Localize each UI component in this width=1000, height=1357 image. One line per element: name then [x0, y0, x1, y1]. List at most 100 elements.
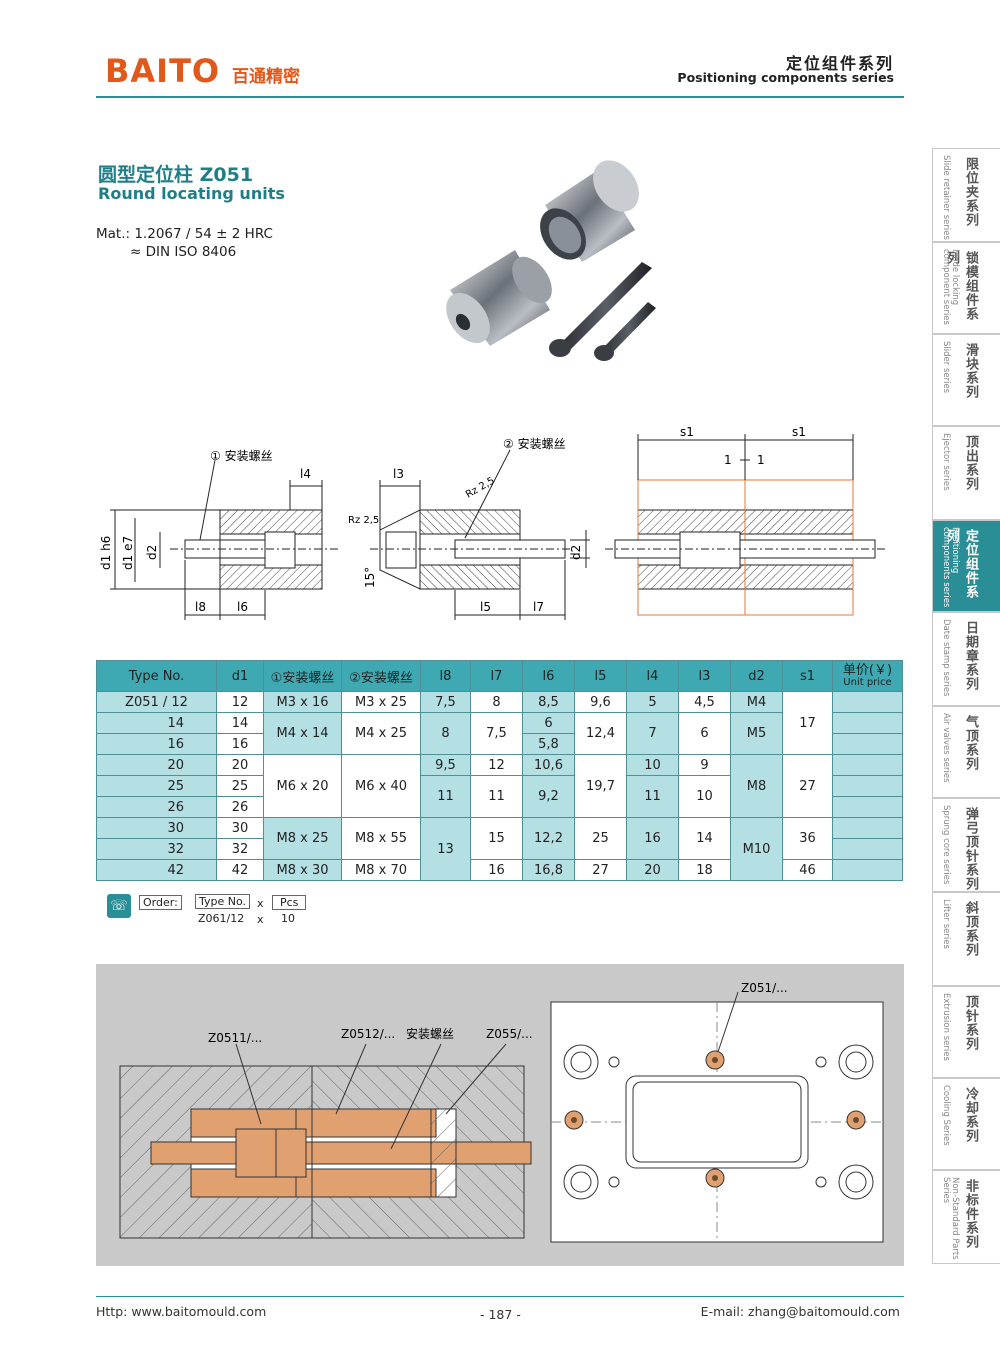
col-l8: l8	[420, 660, 471, 692]
side-tab-label-en: Slide retainer series	[941, 155, 951, 240]
side-tab-air-valves[interactable]: 气顶系列 Air valves series	[932, 706, 1000, 798]
footer-divider	[96, 1296, 904, 1297]
screw1-label: ① 安装螺丝	[210, 448, 273, 463]
screw1-cell: M4 x 14	[263, 712, 342, 755]
screw2-label: ② 安装螺丝	[503, 436, 566, 451]
side-tab-non-standard[interactable]: 非标件系列 Non-Standard Parts Series	[932, 1170, 1000, 1264]
col-price: 单价(￥) Unit price	[832, 660, 903, 692]
header-divider	[96, 96, 904, 98]
side-tab-label-cn: 顶出系列	[963, 435, 978, 491]
side-tab-label-en: Sprung core series	[941, 805, 951, 885]
order-times-example: x	[257, 913, 264, 926]
d1-cell: 12	[216, 691, 264, 713]
assembly-label-screw: 安装螺丝	[406, 1026, 454, 1041]
assembly-label-z0511: Z0511/...	[208, 1031, 262, 1045]
footer-website[interactable]: Http: www.baitomould.com	[96, 1304, 267, 1319]
screw1-cell: M6 x 20	[263, 754, 342, 818]
side-tab-label-en: Extrusion series	[941, 993, 951, 1061]
type-cell: 14	[96, 712, 217, 734]
dim-d1h6: d1 h6	[99, 536, 113, 570]
screw1-cell: M8 x 30	[263, 859, 342, 881]
d1-cell: 14	[216, 712, 264, 734]
table-row: 30 30 M8 x 25 M8 x 55 13 15 12,2 25 16 1…	[96, 817, 903, 881]
price-cell	[832, 817, 903, 839]
s1-cell: 17	[782, 691, 833, 755]
side-tab-label-cn: 锁模组件系列	[944, 251, 978, 321]
side-tab-label-en: Lifter series	[941, 899, 951, 949]
order-label: Order:	[139, 895, 182, 910]
col-l3: l3	[678, 660, 731, 692]
l3-cell: 4,5	[678, 691, 731, 713]
l7-cell: 11	[470, 775, 523, 818]
side-tab-ejector[interactable]: 顶出系列 Ejector series	[932, 426, 1000, 520]
price-cell	[832, 775, 903, 797]
side-tab-lifter[interactable]: 斜顶系列 Lifter series	[932, 892, 1000, 986]
l5-cell: 27	[574, 859, 627, 881]
assembly-label-z0512: Z0512/...	[341, 1027, 395, 1041]
side-tab-slide-retainer[interactable]: 限位夹系列 Slide retainer series	[932, 148, 1000, 242]
l4-cell: 5	[626, 691, 679, 713]
l4-cell: 16	[626, 817, 679, 860]
dim-l5: l5	[480, 600, 491, 614]
side-tab-mode-locking[interactable]: 锁模组件系列 Mode locking component series	[932, 242, 1000, 334]
side-tab-label-cn: 顶针系列	[963, 995, 978, 1051]
dim-1-left: 1	[724, 453, 732, 467]
screw2-cell: M4 x 25	[341, 712, 421, 755]
roughness-1: Rz 2,5	[348, 515, 379, 526]
screw1-cell: M3 x 16	[263, 691, 342, 713]
l6-cell: 9,2	[522, 775, 575, 818]
product-photo	[446, 160, 656, 361]
side-tab-positioning[interactable]: 定位组件系列 Positioning components series	[932, 520, 1000, 612]
col-l5: l5	[574, 660, 627, 692]
price-cell	[832, 691, 903, 713]
col-d1: d1	[216, 660, 264, 692]
d1-cell: 32	[216, 838, 264, 860]
screw1-cell: M8 x 25	[263, 817, 342, 860]
technical-drawing: ① 安装螺丝 ② 安装螺丝 l4 l3 l8 l6 l5 l7 d1 h6 d1…	[99, 425, 885, 620]
type-cell: 32	[96, 838, 217, 860]
side-tab-label-cn: 气顶系列	[963, 715, 978, 771]
col-screw2: ②安装螺丝	[341, 660, 421, 692]
d2-cell: M10	[730, 817, 783, 881]
d1-cell: 26	[216, 796, 264, 818]
order-type-header: Type No.	[195, 894, 251, 909]
table-row: 16 16 5,8	[96, 733, 903, 755]
l7-cell: 16	[470, 859, 523, 881]
dim-d2: d2	[145, 545, 159, 560]
page-number: - 187 -	[480, 1307, 521, 1322]
side-tab-label-en: Positioning components series	[941, 527, 960, 608]
side-tab-slider[interactable]: 滑块系列 Slider series	[932, 334, 1000, 426]
material-line: Mat.: 1.2067 / 54 ± 2 HRC	[96, 226, 273, 242]
screw2-cell: M8 x 55	[341, 817, 421, 860]
side-tab-sprung-core[interactable]: 弹弓顶针系列 Sprung core series	[932, 798, 1000, 892]
side-tab-cooling[interactable]: 冷却系列 Cooling Series	[932, 1078, 1000, 1170]
l3-cell: 6	[678, 712, 731, 755]
s1-cell: 27	[782, 754, 833, 818]
col-type: Type No.	[96, 660, 217, 692]
table-row: 26 26	[96, 796, 903, 818]
standard-line: ≈ DIN ISO 8406	[130, 244, 237, 260]
col-s1: s1	[782, 660, 833, 692]
side-tab-date-stamp[interactable]: 日期章系列 Date stamp series	[932, 612, 1000, 706]
col-l4: l4	[626, 660, 679, 692]
footer-email[interactable]: E-mail: zhang@baitomould.com	[700, 1304, 900, 1319]
l8-cell: 11	[420, 775, 471, 818]
price-cell	[832, 733, 903, 755]
table-row: 20 20 M6 x 20 M6 x 40 9,5 12 10,6 19,7 1…	[96, 754, 903, 818]
side-tab-label-cn: 非标件系列	[963, 1179, 978, 1249]
l7-cell: 8	[470, 691, 523, 713]
l6-cell: 6	[522, 712, 575, 734]
l7-cell: 7,5	[470, 712, 523, 755]
table-row: 25 25 11 11 9,2 11 10	[96, 775, 903, 818]
side-tab-extrusion[interactable]: 顶针系列 Extrusion series	[932, 986, 1000, 1078]
type-cell: 26	[96, 796, 217, 818]
l6-cell: 8,5	[522, 691, 575, 713]
dim-d2-right: d2	[569, 545, 583, 560]
d2-cell: M5	[730, 712, 783, 755]
roughness-2: Rz 2,5	[464, 475, 497, 500]
angle-15: 15°	[363, 567, 377, 588]
order-pcs-header: Pcs	[272, 895, 307, 910]
type-cell: 42	[96, 859, 217, 881]
l4-cell: 10	[626, 754, 679, 776]
type-cell: 20	[96, 754, 217, 776]
